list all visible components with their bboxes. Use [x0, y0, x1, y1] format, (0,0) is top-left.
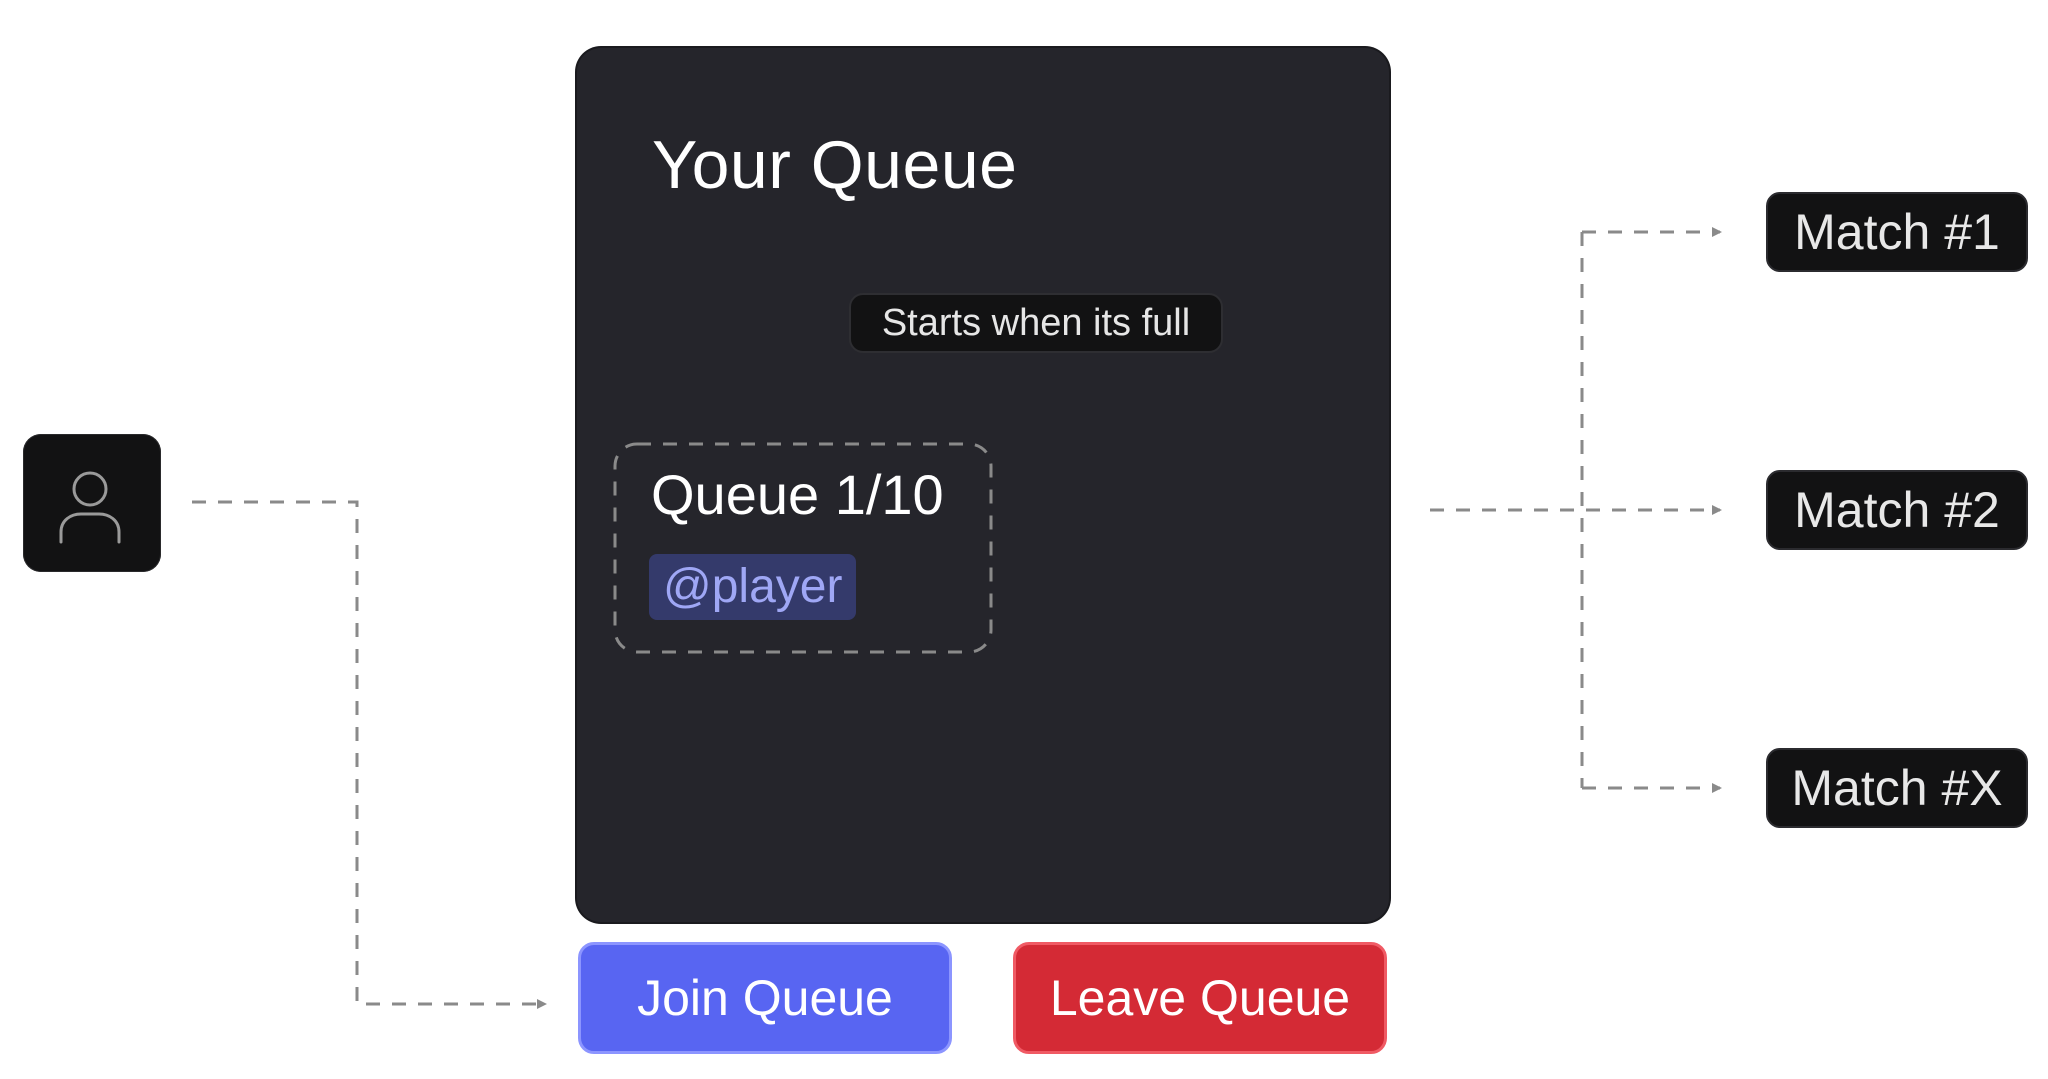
- match-2-node[interactable]: Match #2: [1766, 470, 2028, 550]
- queue-panel-title: Your Queue: [652, 127, 1018, 203]
- connector-user-to-join: [192, 500, 547, 1009]
- join-queue-button[interactable]: Join Queue: [578, 942, 952, 1054]
- match-x-node[interactable]: Match #X: [1766, 748, 2028, 828]
- match-1-node[interactable]: Match #1: [1766, 192, 2028, 272]
- queue-status-group: Queue 1/10 @player: [613, 442, 993, 654]
- starts-when-full-tooltip: Starts when its full: [849, 293, 1223, 353]
- queue-count-label: Queue 1/10: [651, 463, 944, 526]
- user-avatar-tile[interactable]: [23, 434, 161, 572]
- queue-panel: Your Queue Starts when its full Queue 1/…: [577, 48, 1389, 922]
- user-icon: [59, 471, 121, 544]
- leave-queue-button[interactable]: Leave Queue: [1013, 942, 1387, 1054]
- queue-group-dashed-border: [613, 442, 993, 654]
- player-tag[interactable]: @player: [649, 554, 857, 620]
